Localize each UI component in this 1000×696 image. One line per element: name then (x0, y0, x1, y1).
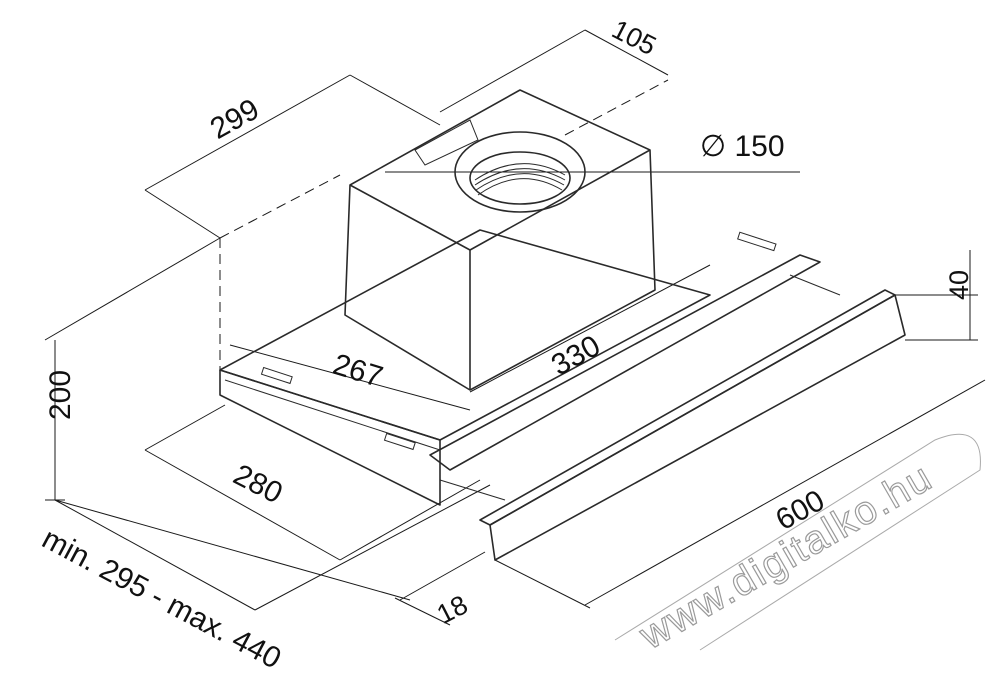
dash-guide (564, 79, 669, 136)
visor-rail (429, 254, 821, 471)
vent-slot (260, 366, 293, 385)
dim-18-line (394, 597, 451, 626)
visor (429, 254, 906, 561)
dim-280-line (144, 449, 341, 561)
label-299: 299 (205, 93, 265, 146)
watermark-frame (614, 433, 981, 651)
visor-guide (789, 274, 841, 296)
body-front (219, 369, 441, 506)
body-edge (224, 379, 441, 451)
dim-extension (144, 404, 226, 451)
dim-extension (54, 499, 411, 601)
mount-bracket (414, 119, 479, 166)
vent-slot (383, 432, 416, 451)
dim-267-line (229, 344, 471, 411)
dim-extension (144, 189, 221, 239)
visor-top (479, 289, 896, 526)
duct-ring-inner (469, 151, 571, 205)
dim-105-line (439, 29, 586, 113)
duct-grille (474, 163, 566, 196)
watermark-text: www.digitalko.hu (632, 455, 941, 659)
label-150: ∅ 150 (700, 130, 785, 163)
hood-body (219, 229, 777, 506)
dim-600-line (584, 379, 986, 606)
dash-guide (219, 174, 341, 239)
dim-extension (254, 484, 491, 611)
label-280: 280 (228, 458, 288, 510)
label-200: 200 (44, 370, 77, 420)
dim-extension (44, 237, 221, 341)
dimension-lines (44, 29, 986, 626)
dim-extension (349, 74, 441, 126)
label-330: 330 (546, 329, 606, 382)
dim-330-line (469, 264, 711, 393)
dim-299-line (144, 74, 351, 191)
visor-guide (439, 479, 506, 501)
label-min-max: min. 295 - max. 440 (37, 522, 287, 676)
motor-outline (344, 89, 656, 391)
dim-extension (494, 559, 591, 609)
dimension-labels: 299 105 ∅ 150 40 330 267 200 280 600 18 … (37, 14, 974, 676)
dim-extension (399, 551, 486, 601)
dim-min-max-line (54, 499, 256, 611)
dim-extension (339, 479, 481, 561)
label-40: 40 (944, 270, 974, 300)
label-18: 18 (432, 589, 472, 629)
motor-housing (344, 89, 656, 391)
vent-slot (737, 231, 777, 252)
dim-extension (584, 29, 669, 76)
label-105: 105 (607, 14, 661, 61)
watermark: www.digitalko.hu (614, 433, 981, 659)
duct-ring-outer (454, 131, 586, 213)
label-267: 267 (329, 348, 387, 394)
